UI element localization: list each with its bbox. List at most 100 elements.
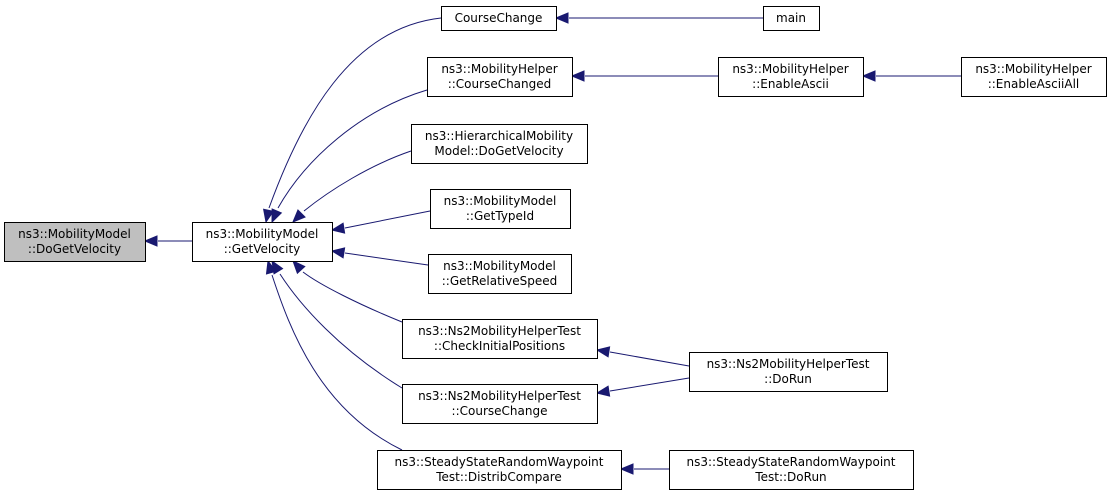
node-n10[interactable]: ns3::Ns2MobilityHelperTest::CheckInitial…: [402, 319, 598, 359]
node-box: [718, 57, 864, 97]
node-label: ::EnableAsciiAll: [988, 77, 1080, 91]
edge-line: [268, 17, 442, 209]
node-box: [961, 57, 1107, 97]
edge-line: [609, 351, 690, 367]
edge-line: [303, 150, 412, 212]
edge-n12-to-n1: [271, 259, 403, 389]
edge-arrowhead: [292, 260, 306, 275]
edge-n7-to-n1: [292, 150, 412, 223]
edge-arrowhead: [595, 346, 611, 358]
node-label: ::GetVelocity: [224, 242, 301, 256]
node-n2[interactable]: CourseChange: [441, 6, 557, 31]
node-n6[interactable]: ns3::MobilityHelper::EnableAsciiAll: [961, 57, 1107, 97]
node-box: [4, 222, 146, 262]
node-label: Test::DoRun: [754, 470, 826, 484]
edge-n4-to-n1: [271, 89, 428, 224]
node-label: main: [776, 11, 806, 25]
node-n4[interactable]: ns3::MobilityHelper::CourseChanged: [427, 57, 573, 97]
edge-n13-to-n1: [265, 259, 403, 451]
edge-arrowhead: [330, 222, 346, 234]
edge-arrowhead: [143, 235, 158, 247]
node-label: Test::DistribCompare: [435, 470, 562, 484]
node-label: ns3::MobilityHelper: [732, 62, 848, 76]
node-n9[interactable]: ns3::MobilityModel::GetRelativeSpeed: [428, 254, 572, 294]
node-box: [441, 6, 557, 31]
node-label: ns3::MobilityHelper: [975, 62, 1091, 76]
node-label: ::EnableAscii: [752, 77, 829, 91]
node-label: ns3::MobilityModel: [443, 259, 556, 273]
edges-layer: [143, 12, 961, 475]
edge-arrowhead: [861, 70, 876, 82]
edge-n9-to-n1: [330, 247, 429, 266]
node-label: ns3::Ns2MobilityHelperTest: [418, 389, 581, 403]
edge-line: [271, 274, 403, 451]
node-label: ns3::SteadyStateRandomWaypoint: [395, 455, 604, 469]
node-n13[interactable]: ns3::SteadyStateRandomWaypointTest::Dist…: [377, 450, 622, 490]
edge-line: [279, 273, 403, 389]
edge-n8-to-n1: [330, 210, 431, 234]
node-box: [763, 6, 820, 31]
edge-arrowhead: [554, 12, 569, 24]
edge-line: [277, 89, 428, 209]
node-label: ns3::MobilityModel: [444, 194, 557, 208]
node-box: [377, 450, 622, 490]
edge-n6-to-n5: [861, 70, 961, 82]
node-label: ::GetTypeId: [466, 209, 534, 223]
node-label: CourseChange: [455, 11, 543, 25]
node-n0: ns3::MobilityModel::DoGetVelocity: [4, 222, 146, 262]
node-box: [689, 352, 888, 392]
edge-n14-to-n13: [619, 463, 669, 475]
edge-line: [344, 252, 429, 266]
edge-arrowhead: [595, 385, 611, 397]
node-box: [427, 57, 573, 97]
edge-n10-to-n1: [292, 260, 403, 323]
node-n11[interactable]: ns3::Ns2MobilityHelperTest::DoRun: [689, 352, 888, 392]
edge-arrowhead: [271, 208, 283, 224]
edge-arrowhead: [262, 208, 275, 224]
edge-n3-to-n2: [554, 12, 763, 24]
node-label: ::DoRun: [764, 372, 812, 386]
node-label: Model::DoGetVelocity: [434, 144, 563, 158]
nodes-layer: ns3::MobilityModel::DoGetVelocityns3::Mo…: [4, 6, 1107, 490]
edge-arrowhead: [619, 463, 634, 475]
edge-arrowhead: [570, 70, 585, 82]
edge-n2-to-n1: [262, 17, 442, 224]
node-box: [669, 450, 914, 490]
edge-arrowhead: [330, 247, 346, 259]
node-box: [402, 384, 598, 424]
edge-n11-to-n10: [595, 346, 690, 367]
node-label: ns3::MobilityModel: [206, 227, 319, 241]
edge-arrowhead: [265, 259, 277, 275]
node-label: ::CourseChange: [452, 404, 548, 418]
node-label: ::CourseChanged: [448, 77, 552, 91]
node-n5[interactable]: ns3::MobilityHelper::EnableAscii: [718, 57, 864, 97]
edge-arrowhead: [292, 209, 306, 223]
node-label: ns3::MobilityModel: [18, 227, 131, 241]
node-label: ns3::Ns2MobilityHelperTest: [418, 324, 581, 338]
node-box: [430, 189, 571, 229]
edge-line: [609, 377, 690, 392]
node-n8[interactable]: ns3::MobilityModel::GetTypeId: [430, 189, 571, 229]
node-label: ns3::MobilityHelper: [441, 62, 557, 76]
node-label: ::GetRelativeSpeed: [442, 274, 557, 288]
node-label: ns3::Ns2MobilityHelperTest: [707, 357, 870, 371]
edge-line: [302, 271, 403, 323]
node-label: ::CheckInitialPositions: [434, 339, 565, 353]
node-label: ::DoGetVelocity: [28, 242, 121, 256]
node-n1[interactable]: ns3::MobilityModel::GetVelocity: [192, 222, 333, 262]
node-n3[interactable]: main: [763, 6, 820, 31]
node-n14[interactable]: ns3::SteadyStateRandomWaypointTest::DoRu…: [669, 450, 914, 490]
edge-line: [344, 210, 431, 229]
node-n12[interactable]: ns3::Ns2MobilityHelperTest::CourseChange: [402, 384, 598, 424]
node-label: ns3::HierarchicalMobility: [425, 129, 573, 143]
node-box: [428, 254, 572, 294]
node-box: [192, 222, 333, 262]
node-n7[interactable]: ns3::HierarchicalMobilityModel::DoGetVel…: [411, 124, 588, 164]
node-box: [402, 319, 598, 359]
edge-n1-to-n0: [143, 235, 192, 247]
node-label: ns3::SteadyStateRandomWaypoint: [687, 455, 896, 469]
edge-n11-to-n12: [595, 377, 690, 397]
node-box: [411, 124, 588, 164]
edge-n5-to-n4: [570, 70, 718, 82]
